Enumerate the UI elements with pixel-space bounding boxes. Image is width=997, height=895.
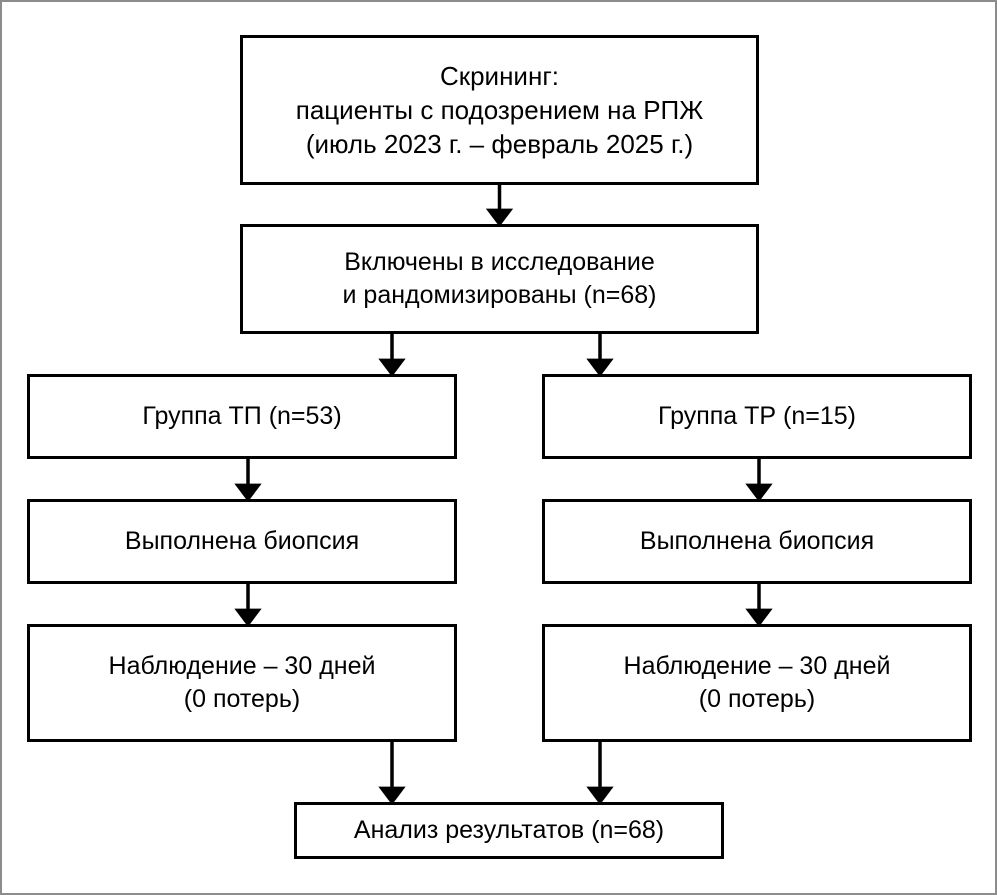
- node-followup-left-label: Наблюдение – 30 дней (0 потерь): [108, 652, 376, 713]
- node-analysis: Анализ результатов (n=68): [294, 802, 724, 859]
- node-screening-label: Скрининг: пациенты с подозрением на РПЖ …: [295, 60, 704, 160]
- node-analysis-label: Анализ результатов (n=68): [353, 816, 665, 844]
- node-screening: Скрининг: пациенты с подозрением на РПЖ …: [240, 35, 759, 185]
- node-followup-left: Наблюдение – 30 дней (0 потерь): [27, 624, 457, 742]
- node-group-tr-label: Группа ТР (n=15): [657, 402, 857, 430]
- node-biopsy-right: Выполнена биопсия: [542, 499, 972, 584]
- node-biopsy-right-label: Выполнена биопсия: [639, 527, 875, 555]
- node-enrolled-randomized: Включены в исследование и рандомизирован…: [240, 224, 759, 334]
- node-group-tr: Группа ТР (n=15): [542, 374, 972, 459]
- node-followup-right: Наблюдение – 30 дней (0 потерь): [542, 624, 972, 742]
- node-followup-right-label: Наблюдение – 30 дней (0 потерь): [623, 652, 891, 713]
- node-enrolled-randomized-label: Включены в исследование и рандомизирован…: [342, 248, 657, 309]
- node-biopsy-left: Выполнена биопсия: [27, 499, 457, 584]
- node-biopsy-left-label: Выполнена биопсия: [124, 527, 360, 555]
- node-group-tp-label: Группа ТП (n=53): [142, 402, 342, 430]
- node-group-tp: Группа ТП (n=53): [27, 374, 457, 459]
